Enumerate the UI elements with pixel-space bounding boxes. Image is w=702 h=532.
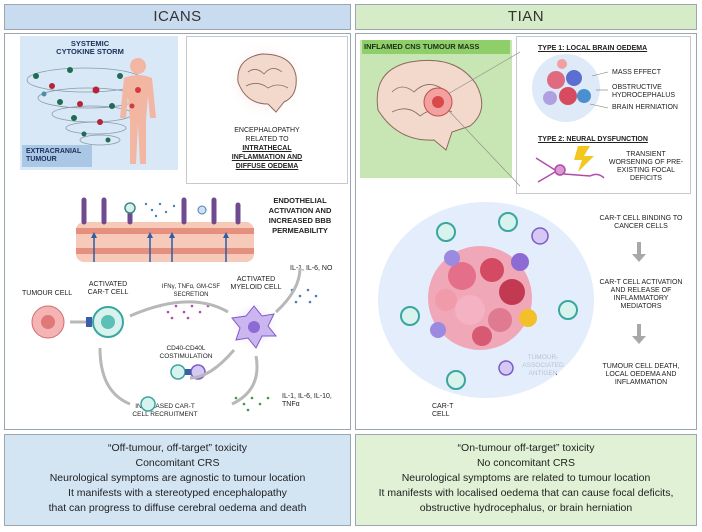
type1-item-2: OBSTRUCTIVE HYDROCEPHALUS xyxy=(612,84,676,99)
tian-header: TIAN xyxy=(355,4,697,30)
mass-title-box xyxy=(362,40,510,54)
recruitment-label: INCREASED CAR-T CELL RECRUITMENT xyxy=(132,403,198,418)
cart-cell-label: CAR-T CELL xyxy=(432,403,454,418)
tian-footer-line2: No concomitant CRS xyxy=(476,457,576,469)
extracranial-label-box xyxy=(22,145,92,167)
tumour-antigen-label: TUMOUR-ASSOCIATED ANTIGEN xyxy=(522,354,564,377)
type1-title: TYPE 1: LOCAL BRAIN OEDEMA xyxy=(538,45,648,52)
tian-footer-line4: It manifests with localised oedema that … xyxy=(378,487,674,499)
tian-footer-line1: “On-tumour off-target” toxicity xyxy=(457,442,595,454)
endothelial-label: ENDOTHELIAL ACTIVATION AND INCREASED BBB… xyxy=(268,196,332,235)
type1-item-3: BRAIN HERNIATION xyxy=(612,104,678,111)
tian-footer-line5: obstructive hydrocephalus, or brain hern… xyxy=(419,502,633,514)
icans-footer-line2: Concomitant CRS xyxy=(135,457,220,469)
tian-step-3: TUMOUR CELL DEATH, LOCAL OEDEMA AND INFL… xyxy=(602,363,680,386)
icans-header: ICANS xyxy=(4,4,351,30)
activated-myeloid-label: ACTIVATED MYELOID CELL xyxy=(230,276,282,291)
tian-step-1: CAR-T CELL BINDING TO CANCER CELLS xyxy=(599,215,683,230)
encephalopathy-line1: ENCEPHALOPATHY xyxy=(234,127,300,134)
storm-title: SYSTEMIC CYTOKINE STORM xyxy=(56,39,124,56)
icans-footer-line3: Neurological symptoms are agnostic to tu… xyxy=(49,472,306,484)
tian-footer-line3: Neurological symptoms are related to tum… xyxy=(401,472,651,484)
icans-footer-line5: that can progress to diffuse cerebral oe… xyxy=(48,502,307,514)
mass-title: INFLAMED CNS TUMOUR MASS xyxy=(364,42,480,51)
tian-footer: “On-tumour off-target” toxicity No conco… xyxy=(355,434,697,526)
icans-footer-line1: “Off-tumour, off-target” toxicity xyxy=(107,442,248,454)
extracranial-tumour-label: EXTRACRANIAL TUMOUR xyxy=(26,148,82,163)
il-top-label: IL-1, IL-6, NO xyxy=(290,265,333,272)
encephalopathy-bold1: INTRATHECAL xyxy=(242,145,292,152)
activated-cart-label: ACTIVATED CAR-T CELL xyxy=(87,281,129,296)
encephalopathy-bold3: DIFFUSE OEDEMA xyxy=(235,163,299,170)
il-bottom-label: IL-1, IL-6, IL-10, TNFα xyxy=(282,393,332,408)
mass-box xyxy=(360,40,512,178)
encephalopathy-line2: RELATED TO xyxy=(245,136,289,143)
type2-text: TRANSIENT WORSENING OF PRE-EXISTING FOCA… xyxy=(608,151,684,182)
secretion-label: IFNγ, TNFα, GM-CSF SECRETION xyxy=(161,284,221,298)
tumour-cell-label: TUMOUR CELL xyxy=(22,290,73,297)
type2-title: TYPE 2: NEURAL DYSFUNCTION xyxy=(538,136,648,143)
costimulation-label: CD40-CD40L COSTIMULATION xyxy=(159,345,213,360)
tian-step-2: CAR-T CELL ACTIVATION AND RELEASE OF INF… xyxy=(599,279,683,310)
icans-footer-line4: It manifests with a stereotyped encephal… xyxy=(68,487,287,499)
encephalopathy-bold2: INFLAMMATION AND xyxy=(231,154,303,161)
type1-item-1: MASS EFFECT xyxy=(612,69,662,76)
icans-footer: “Off-tumour, off-target” toxicity Concom… xyxy=(4,434,351,526)
